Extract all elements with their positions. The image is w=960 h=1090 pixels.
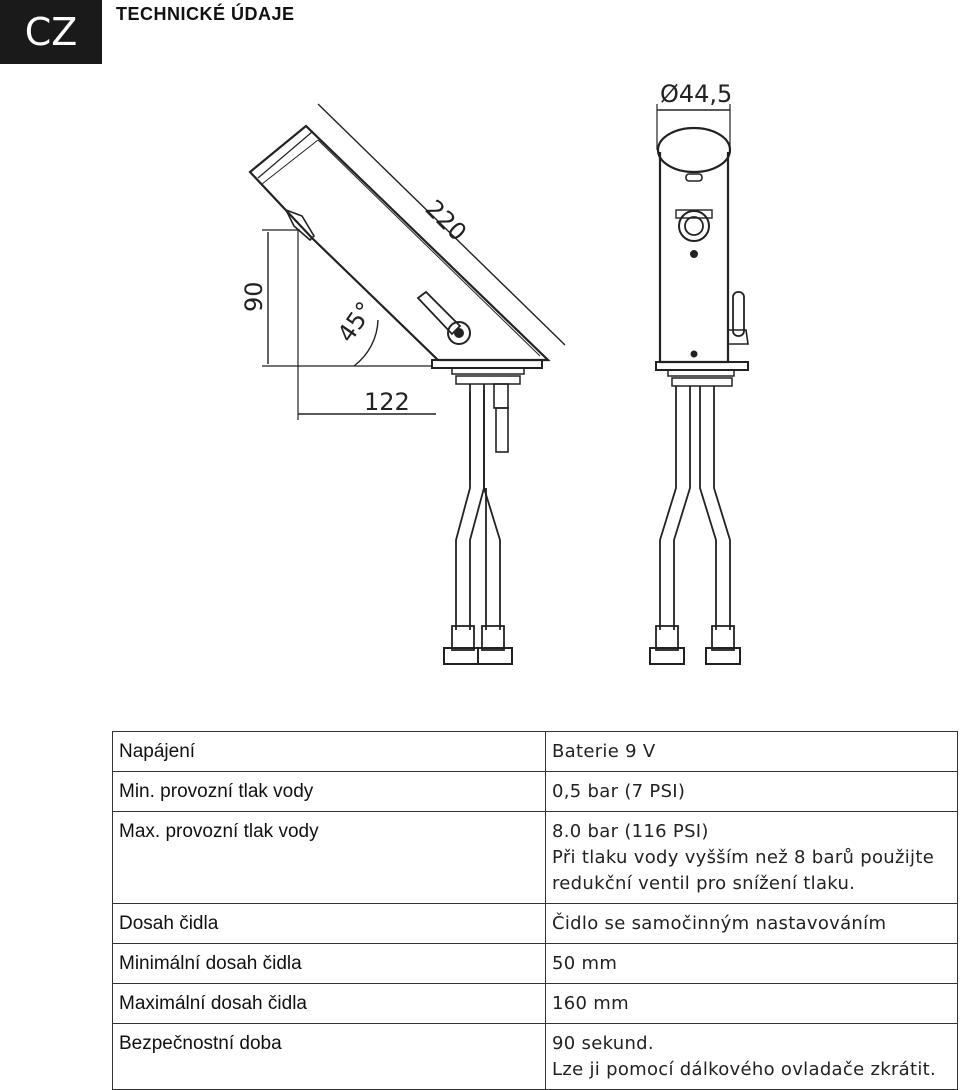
spec-row: Bezpečnostní doba 90 sekund. Lze ji pomocí… — [112, 1023, 958, 1090]
section-title: TECHNICKÉ ÚDAJE — [116, 4, 295, 24]
language-badge: CZ — [0, 0, 102, 64]
spec-value: 90 sekund. Lze ji pomocí dálkového ovlada… — [545, 1023, 958, 1090]
spec-row: Maximální dosah čidla 160 mm — [112, 983, 958, 1024]
dim-diameter: Ø44,5 — [660, 80, 732, 108]
dim-length: 220 — [420, 194, 472, 246]
spec-row: Dosah čidla Čidlo se samočinným nastavová… — [112, 903, 958, 944]
spec-value-line: 50 mm — [552, 953, 618, 974]
spec-key: Bezpečnostní doba — [112, 1023, 546, 1090]
spec-value-line: Baterie 9 V — [552, 741, 656, 762]
front-view — [649, 104, 749, 665]
spec-value-line: Čidlo se samočinným nastavováním — [552, 913, 887, 934]
spec-value: 50 mm — [545, 943, 958, 984]
spec-key: Napájení — [112, 731, 546, 772]
spec-value-line: Při tlaku vody vyšším než 8 barů použijt… — [552, 847, 935, 868]
spec-row: Napájení Baterie 9 V — [112, 731, 958, 772]
dim-height: 90 — [240, 281, 268, 312]
spec-value-line: redukční ventil pro snížení tlaku. — [552, 873, 856, 894]
spec-key: Minimální dosah čidla — [112, 943, 546, 984]
spec-value-line: 90 sekund. — [552, 1033, 654, 1054]
spec-value: Čidlo se samočinným nastavováním — [545, 903, 958, 944]
spec-table: Napájení Baterie 9 V Min. provozní tlak vo… — [112, 731, 958, 1090]
technical-drawing: Ø44,5 220 90 45° 122 — [240, 80, 749, 665]
spec-value-line: 8.0 bar (116 PSI) — [552, 821, 709, 842]
dim-width: 122 — [364, 388, 410, 416]
spec-value-line: 0,5 bar (7 PSI) — [552, 781, 686, 802]
spec-value: Baterie 9 V — [545, 731, 958, 772]
spec-row: Minimální dosah čidla 50 mm — [112, 943, 958, 984]
spec-value-line: Lze ji pomocí dálkového ovladače zkrátit… — [552, 1059, 937, 1080]
spec-row: Min. provozní tlak vody 0,5 bar (7 PSI) — [112, 771, 958, 812]
dim-angle: 45° — [332, 297, 379, 348]
spec-key: Maximální dosah čidla — [112, 983, 546, 1024]
spec-key: Max. provozní tlak vody — [112, 811, 546, 904]
spec-value: 0,5 bar (7 PSI) — [545, 771, 958, 812]
spec-value: 160 mm — [545, 983, 958, 1024]
spec-key: Dosah čidla — [112, 903, 546, 944]
spec-key: Min. provozní tlak vody — [112, 771, 546, 812]
spec-value: 8.0 bar (116 PSI) Při tlaku vody vyšším n… — [545, 811, 958, 904]
side-view — [248, 103, 566, 665]
spec-value-line: 160 mm — [552, 993, 629, 1014]
